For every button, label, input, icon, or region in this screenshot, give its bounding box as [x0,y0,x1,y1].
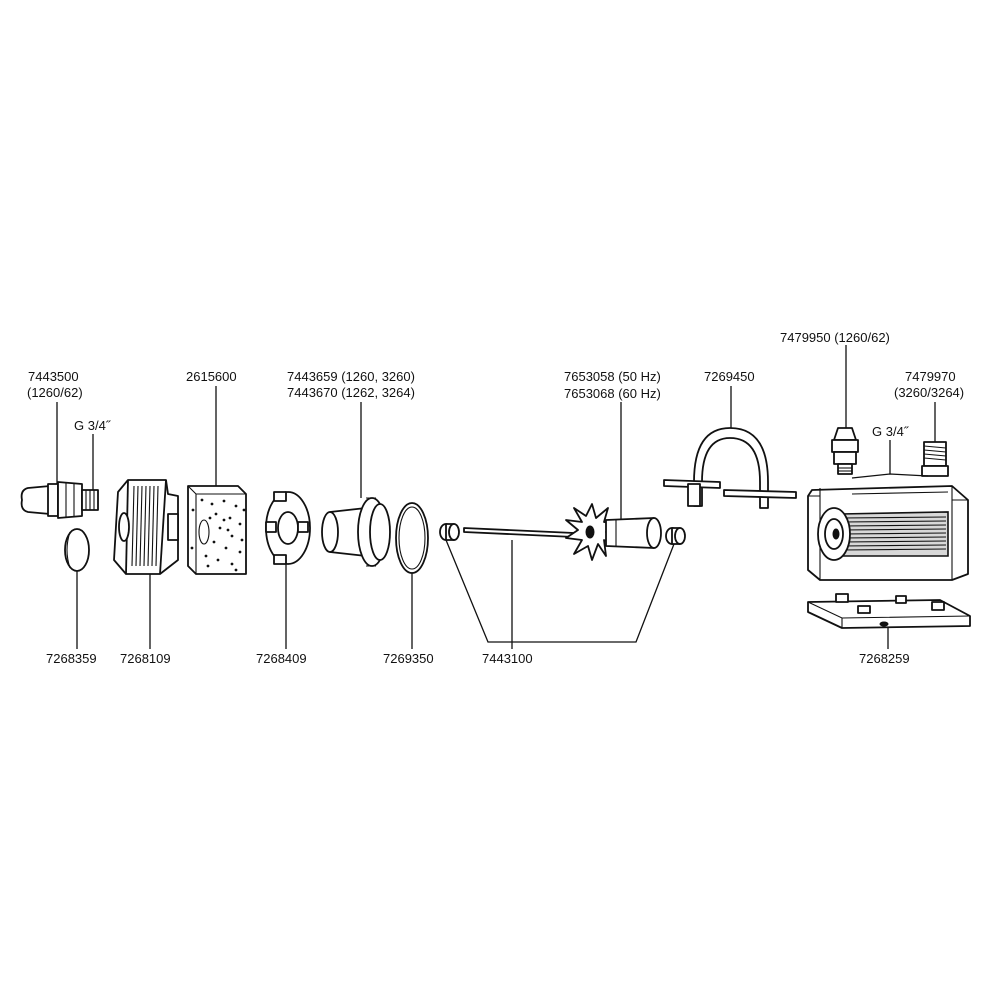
part-variant-connector-3260: (3260/3264) [894,385,965,400]
base-plate [807,593,971,629]
part-number-intake-cover: 7268109 [120,651,171,666]
intake-cover [113,479,179,575]
cap [64,528,90,572]
part-number-impeller-alt: 7653068 (60 Hz) [564,386,661,401]
part-number-connector-3260: 7479970 [905,369,956,384]
mounting-bracket [663,427,797,509]
part-variant-outlet-nozzle: (1260/62) [27,385,83,400]
thread-label-connector: G 3/4˝ [872,424,909,439]
part-number-outlet-nozzle: 7443500 [28,369,79,384]
part-number-cap: 7268359 [46,651,97,666]
pump-body [807,485,969,581]
part-number-shaft-set: 7443100 [482,651,533,666]
part-number-base-plate: 7268259 [859,651,910,666]
part-number-impeller: 7653058 (50 Hz) [564,369,661,384]
impeller-holder [265,491,311,565]
part-number-connector-1260: 7479950 (1260/62) [780,330,890,345]
part-number-o-ring: 7269350 [383,651,434,666]
filter-sponge [187,485,247,575]
thread-label-outlet-nozzle: G 3/4˝ [74,418,111,433]
outlet-nozzle [20,481,99,519]
part-number-filter-sponge: 2615600 [186,369,237,384]
part-number-impeller-cover: 7443659 (1260, 3260) [287,369,415,384]
part-number-impeller-holder: 7268409 [256,651,307,666]
connector-1260 [831,427,859,475]
connector-3260 [921,441,949,477]
impeller-cover [321,497,391,567]
shaft-set [439,523,686,545]
part-number-impeller-cover-alt: 7443670 (1262, 3264) [287,385,415,400]
impeller [565,503,662,561]
part-number-mounting-bracket: 7269450 [704,369,755,384]
o-ring [395,502,429,574]
